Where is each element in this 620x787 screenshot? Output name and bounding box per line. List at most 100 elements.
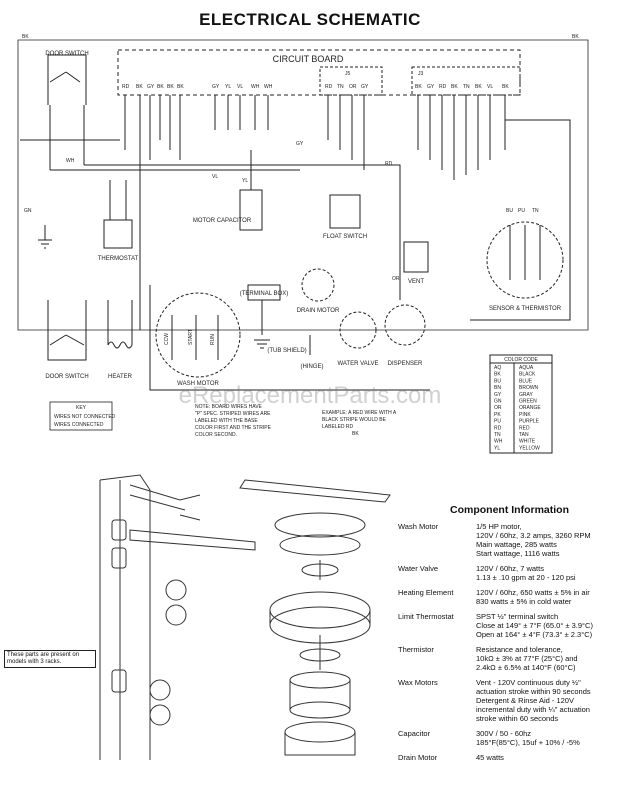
door-switch-bottom-label: DOOR SWITCH [45, 374, 88, 380]
wire-label-vl: VL [212, 174, 218, 180]
color-code-name: TAN [519, 432, 529, 438]
j3-label: J3 [418, 71, 424, 77]
drain-motor-label: DRAIN MOTOR [297, 308, 340, 314]
pin-left-3: GY [147, 84, 155, 90]
color-code-name: ORANGE [519, 405, 541, 411]
watermark: eReplacementParts.com [178, 382, 442, 409]
j5-label: J5 [345, 71, 351, 77]
wire-label-gn: GN [24, 208, 32, 214]
thermostat-label: THERMOSTAT [98, 256, 139, 262]
j5-pin-2: TN [337, 84, 344, 90]
example-line-2: BLACK STRIPE WOULD BE [322, 417, 387, 423]
j3-pin-2: GY [427, 84, 435, 90]
pin-mid-3: VL [237, 84, 243, 90]
j3-pin-4: BK [451, 84, 458, 90]
exploded-parts-drawing [99, 474, 391, 760]
color-code-abbr: BN [494, 385, 501, 391]
color-code-name: PURPLE [519, 419, 540, 425]
component-spec-line: Vent - 120V continuous duty ½" [476, 678, 581, 687]
motor-capacitor-label: MOTOR CAPACITOR [193, 218, 252, 224]
j3-pin-3: RD [439, 84, 447, 90]
winding-start: START [188, 329, 194, 345]
key-title: KEY [76, 405, 87, 411]
winding-ccw: CCW [164, 333, 170, 345]
dispenser-label: DISPENSER [388, 361, 423, 367]
color-code-abbr: GN [494, 399, 502, 405]
pin-left-6: BK [177, 84, 184, 90]
component-spec-line: SPST ½" terminal switch [476, 612, 559, 621]
j3-pin-8: BK [502, 84, 509, 90]
component-name: Wax Motors [398, 678, 438, 687]
component-name: Drain Motor [398, 753, 438, 762]
tub-shield-label: (TUB SHIELD) [267, 348, 306, 354]
color-code-abbr: TN [494, 432, 501, 438]
circuit-board-label: CIRCUIT BOARD [273, 54, 344, 64]
color-code-abbr: WH [494, 439, 503, 445]
component-spec-line: Start wattage, 1116 watts [476, 549, 560, 558]
color-code-abbr: GY [494, 392, 502, 398]
j3-pin-7: VL [487, 84, 493, 90]
note-line-4: COLOR FIRST AND THE STRIPE [195, 425, 272, 431]
color-code-abbr: AQ [494, 365, 501, 371]
pin-mid-1: GY [212, 84, 220, 90]
winding-run: RUN [210, 334, 216, 345]
component-spec-line: 120V / 60hz, 650 watts ± 5% in air [476, 588, 590, 597]
color-code-name: AQUA [519, 365, 534, 371]
j3-pin-6: BK [475, 84, 482, 90]
wire-label-wh: WH [66, 158, 75, 164]
color-code-name: RED [519, 425, 530, 431]
component-info-row: Wax Motors Vent - 120V continuous duty ½"… [398, 678, 620, 723]
color-code-name: BROWN [519, 385, 539, 391]
component-spec-line: Main wattage, 285 watts [476, 540, 557, 549]
color-code-abbr: OR [494, 405, 502, 411]
component-spec-line: 2.4kΩ ± 6.5% at 140°F (60°C) [476, 663, 576, 672]
component-spec-line: 300V / 50 - 60hz [476, 729, 532, 738]
color-code-name: BLUE [519, 378, 533, 384]
wire-label-yl: YL [242, 178, 248, 184]
j3-pin-1: BK [415, 84, 422, 90]
color-code-abbr: BU [494, 378, 501, 384]
example-line-4: BK [352, 431, 359, 437]
color-code-name: GRAY [519, 392, 533, 398]
component-spec-line: 45 watts [476, 753, 504, 762]
component-spec-line: 10kΩ ± 3% at 77°F (25°C) and [476, 654, 578, 663]
wire-label-tn: TN [532, 208, 539, 214]
pin-mid-5: WH [264, 84, 273, 90]
note-line-5: COLOR SECOND. [195, 432, 237, 438]
component-spec: Vent - 120V continuous duty ½"actuation … [476, 678, 591, 723]
color-code-name: YELLOW [519, 445, 540, 451]
pin-mid-2: YL [225, 84, 231, 90]
color-code-name: GREEN [519, 399, 537, 405]
component-spec: 45 watts [476, 753, 504, 762]
color-code-title: COLOR CODE [504, 357, 538, 363]
pin-left-4: BK [157, 84, 164, 90]
color-code-abbr: PK [494, 412, 501, 418]
j3-pin-5: TN [463, 84, 470, 90]
pin-left-5: BK [167, 84, 174, 90]
component-spec-line: 185°F(85°C), 15uf + 10% / -5% [476, 738, 580, 747]
wire-label-gy: GY [296, 141, 304, 147]
component-spec-line: Close at 149° ± 7°F (65.0° ± 3.9°C) [476, 621, 593, 630]
component-name: Capacitor [398, 729, 431, 738]
example-line-3: LABELED RD [322, 424, 354, 430]
component-info-title: Component Information [450, 504, 569, 516]
float-switch-label: FLOAT SWITCH [323, 234, 367, 240]
component-spec-line: 120V / 60hz, 3.2 amps, 3260 RPM [476, 531, 591, 540]
component-spec-line: stroke within 60 seconds [476, 714, 559, 723]
pin-mid-4: WH [251, 84, 260, 90]
heater-label: HEATER [108, 374, 133, 380]
vent-label: VENT [408, 279, 424, 285]
pin-left-2: BK [136, 84, 143, 90]
terminal-box-label: (TERMINAL BOX) [240, 291, 288, 297]
color-code-abbr: YL [494, 445, 500, 451]
